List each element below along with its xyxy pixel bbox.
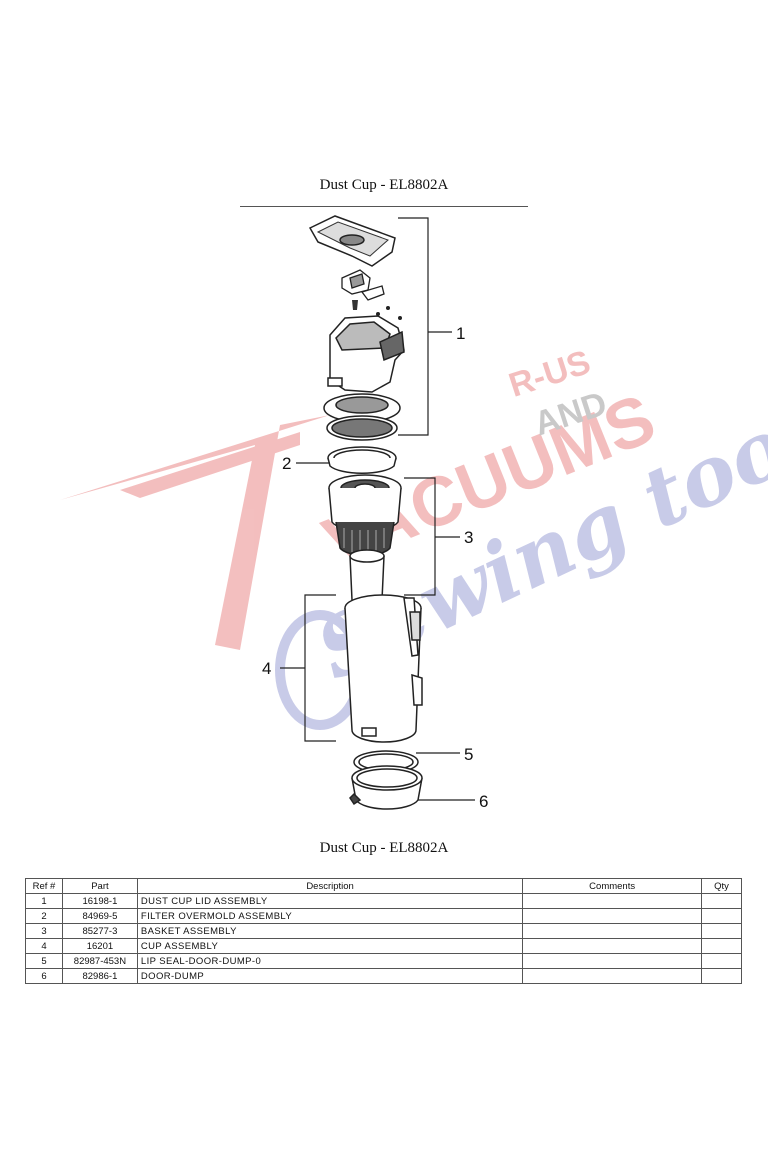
cell-comments <box>522 923 703 939</box>
table-row: 1 16198-1 DUST CUP LID ASSEMBLY <box>25 893 742 909</box>
page-title: Dust Cup - EL8802A <box>319 177 449 193</box>
ref-label-4: 4 <box>262 659 271 678</box>
parts-table: Ref # Part Description Comments Qty 1 16… <box>25 878 742 984</box>
cell-qty <box>701 968 742 984</box>
title-divider <box>240 206 528 207</box>
dump-door-part <box>349 765 423 810</box>
lid-body-part <box>327 315 405 393</box>
cell-part: 84969-5 <box>61 908 138 924</box>
table-row: 5 82987-453N LIP SEAL-DOOR-DUMP-0 <box>25 953 742 969</box>
cell-qty <box>701 953 742 969</box>
column-header-comments: Comments <box>522 878 703 894</box>
cell-part: 16201 <box>61 938 138 954</box>
cell-part: 85277-3 <box>61 923 138 939</box>
cell-qty <box>701 923 742 939</box>
ref-label-6: 6 <box>479 792 488 811</box>
table-row: 4 16201 CUP ASSEMBLY <box>25 938 742 954</box>
basket-part <box>328 474 402 608</box>
table-row: 3 85277-3 BASKET ASSEMBLY <box>25 923 742 939</box>
spring-part <box>352 300 358 310</box>
cell-comments <box>522 953 703 969</box>
cell-comments <box>522 908 703 924</box>
table-row: 2 84969-5 FILTER OVERMOLD ASSEMBLY <box>25 908 742 924</box>
cell-description: BASKET ASSEMBLY <box>136 923 524 939</box>
cell-ref: 2 <box>25 908 63 924</box>
cell-ref: 1 <box>25 893 63 909</box>
column-header-description: Description <box>136 878 524 894</box>
cell-description: CUP ASSEMBLY <box>136 938 524 954</box>
ref-label-2: 2 <box>282 454 291 473</box>
leader-lines <box>280 217 475 801</box>
table-header-row: Ref # Part Description Comments Qty <box>25 878 742 894</box>
cell-ref: 4 <box>25 938 63 954</box>
cell-description: DOOR-DUMP <box>136 968 524 984</box>
cell-description: LIP SEAL-DOOR-DUMP-0 <box>136 953 524 969</box>
table-title: Dust Cup - EL8802A <box>319 840 449 856</box>
latch-part <box>341 269 385 301</box>
column-header-ref: Ref # <box>25 878 63 894</box>
lid-top-part <box>308 215 396 267</box>
screw-icons <box>376 306 402 320</box>
filter-ring-part <box>327 446 397 475</box>
cell-ref: 3 <box>25 923 63 939</box>
ref-label-1: 1 <box>456 324 465 343</box>
cell-comments <box>522 968 703 984</box>
cell-part: 82986-1 <box>61 968 138 984</box>
cell-part: 82987-453N <box>61 953 138 969</box>
column-header-qty: Qty <box>701 878 742 894</box>
cell-qty <box>701 893 742 909</box>
cell-comments <box>522 893 703 909</box>
cell-ref: 5 <box>25 953 63 969</box>
ref-label-3: 3 <box>464 528 473 547</box>
cell-part: 16198-1 <box>61 893 138 909</box>
cell-comments <box>522 938 703 954</box>
lid-base-part <box>323 393 401 441</box>
column-header-part: Part <box>61 878 138 894</box>
ref-label-5: 5 <box>464 745 473 764</box>
watermark-v-shape <box>60 415 330 650</box>
table-row: 6 82986-1 DOOR-DUMP <box>25 968 742 984</box>
exploded-parts-diagram: VACUUMS R-US AND Sewing too <box>60 215 768 811</box>
cell-description: FILTER OVERMOLD ASSEMBLY <box>136 908 524 924</box>
cell-qty <box>701 938 742 954</box>
cup-part <box>344 594 423 743</box>
cell-qty <box>701 908 742 924</box>
cell-description: DUST CUP LID ASSEMBLY <box>136 893 524 909</box>
cell-ref: 6 <box>25 968 63 984</box>
